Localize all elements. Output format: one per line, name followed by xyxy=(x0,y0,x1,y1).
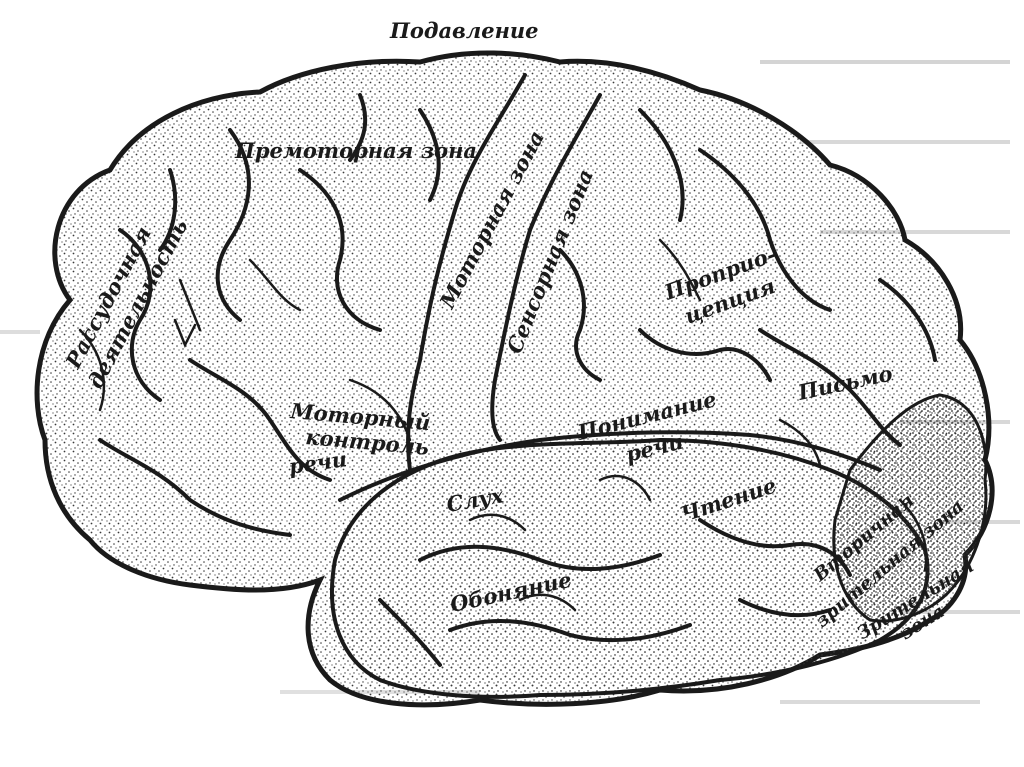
sulci xyxy=(98,73,937,667)
label-premotor-zone: Премоторная зона xyxy=(234,138,477,163)
label-suppression: Подавление xyxy=(389,18,539,43)
occipital-lobe xyxy=(832,393,988,623)
minor-sulci xyxy=(78,238,928,612)
